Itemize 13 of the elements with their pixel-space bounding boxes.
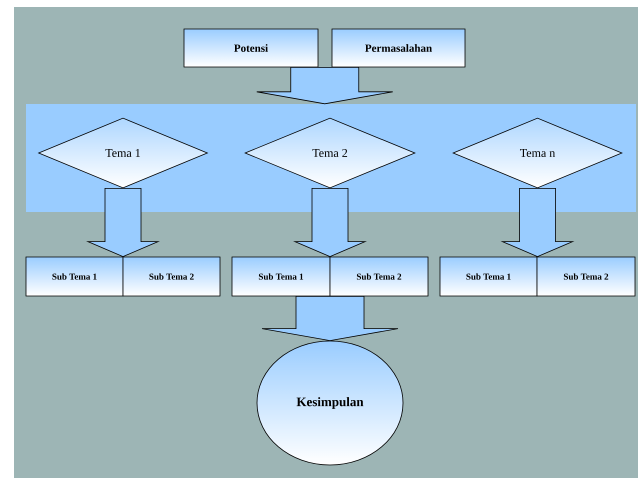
- block-arrow: [262, 296, 398, 342]
- process-box: Sub Tema 2: [330, 256, 428, 296]
- process-box: Sub Tema 1: [440, 256, 538, 296]
- block-arrow: [256, 67, 394, 104]
- block-arrow: [500, 188, 574, 258]
- process-box: Sub Tema 1: [26, 256, 124, 296]
- process-box: Sub Tema 2: [536, 256, 636, 296]
- process-box: Sub Tema 2: [122, 256, 220, 296]
- process-box: Permasalahan: [332, 28, 466, 68]
- block-arrow: [86, 188, 160, 258]
- block-arrow: [293, 188, 367, 258]
- process-box: Potensi: [184, 28, 318, 68]
- process-box: Sub Tema 1: [232, 256, 330, 296]
